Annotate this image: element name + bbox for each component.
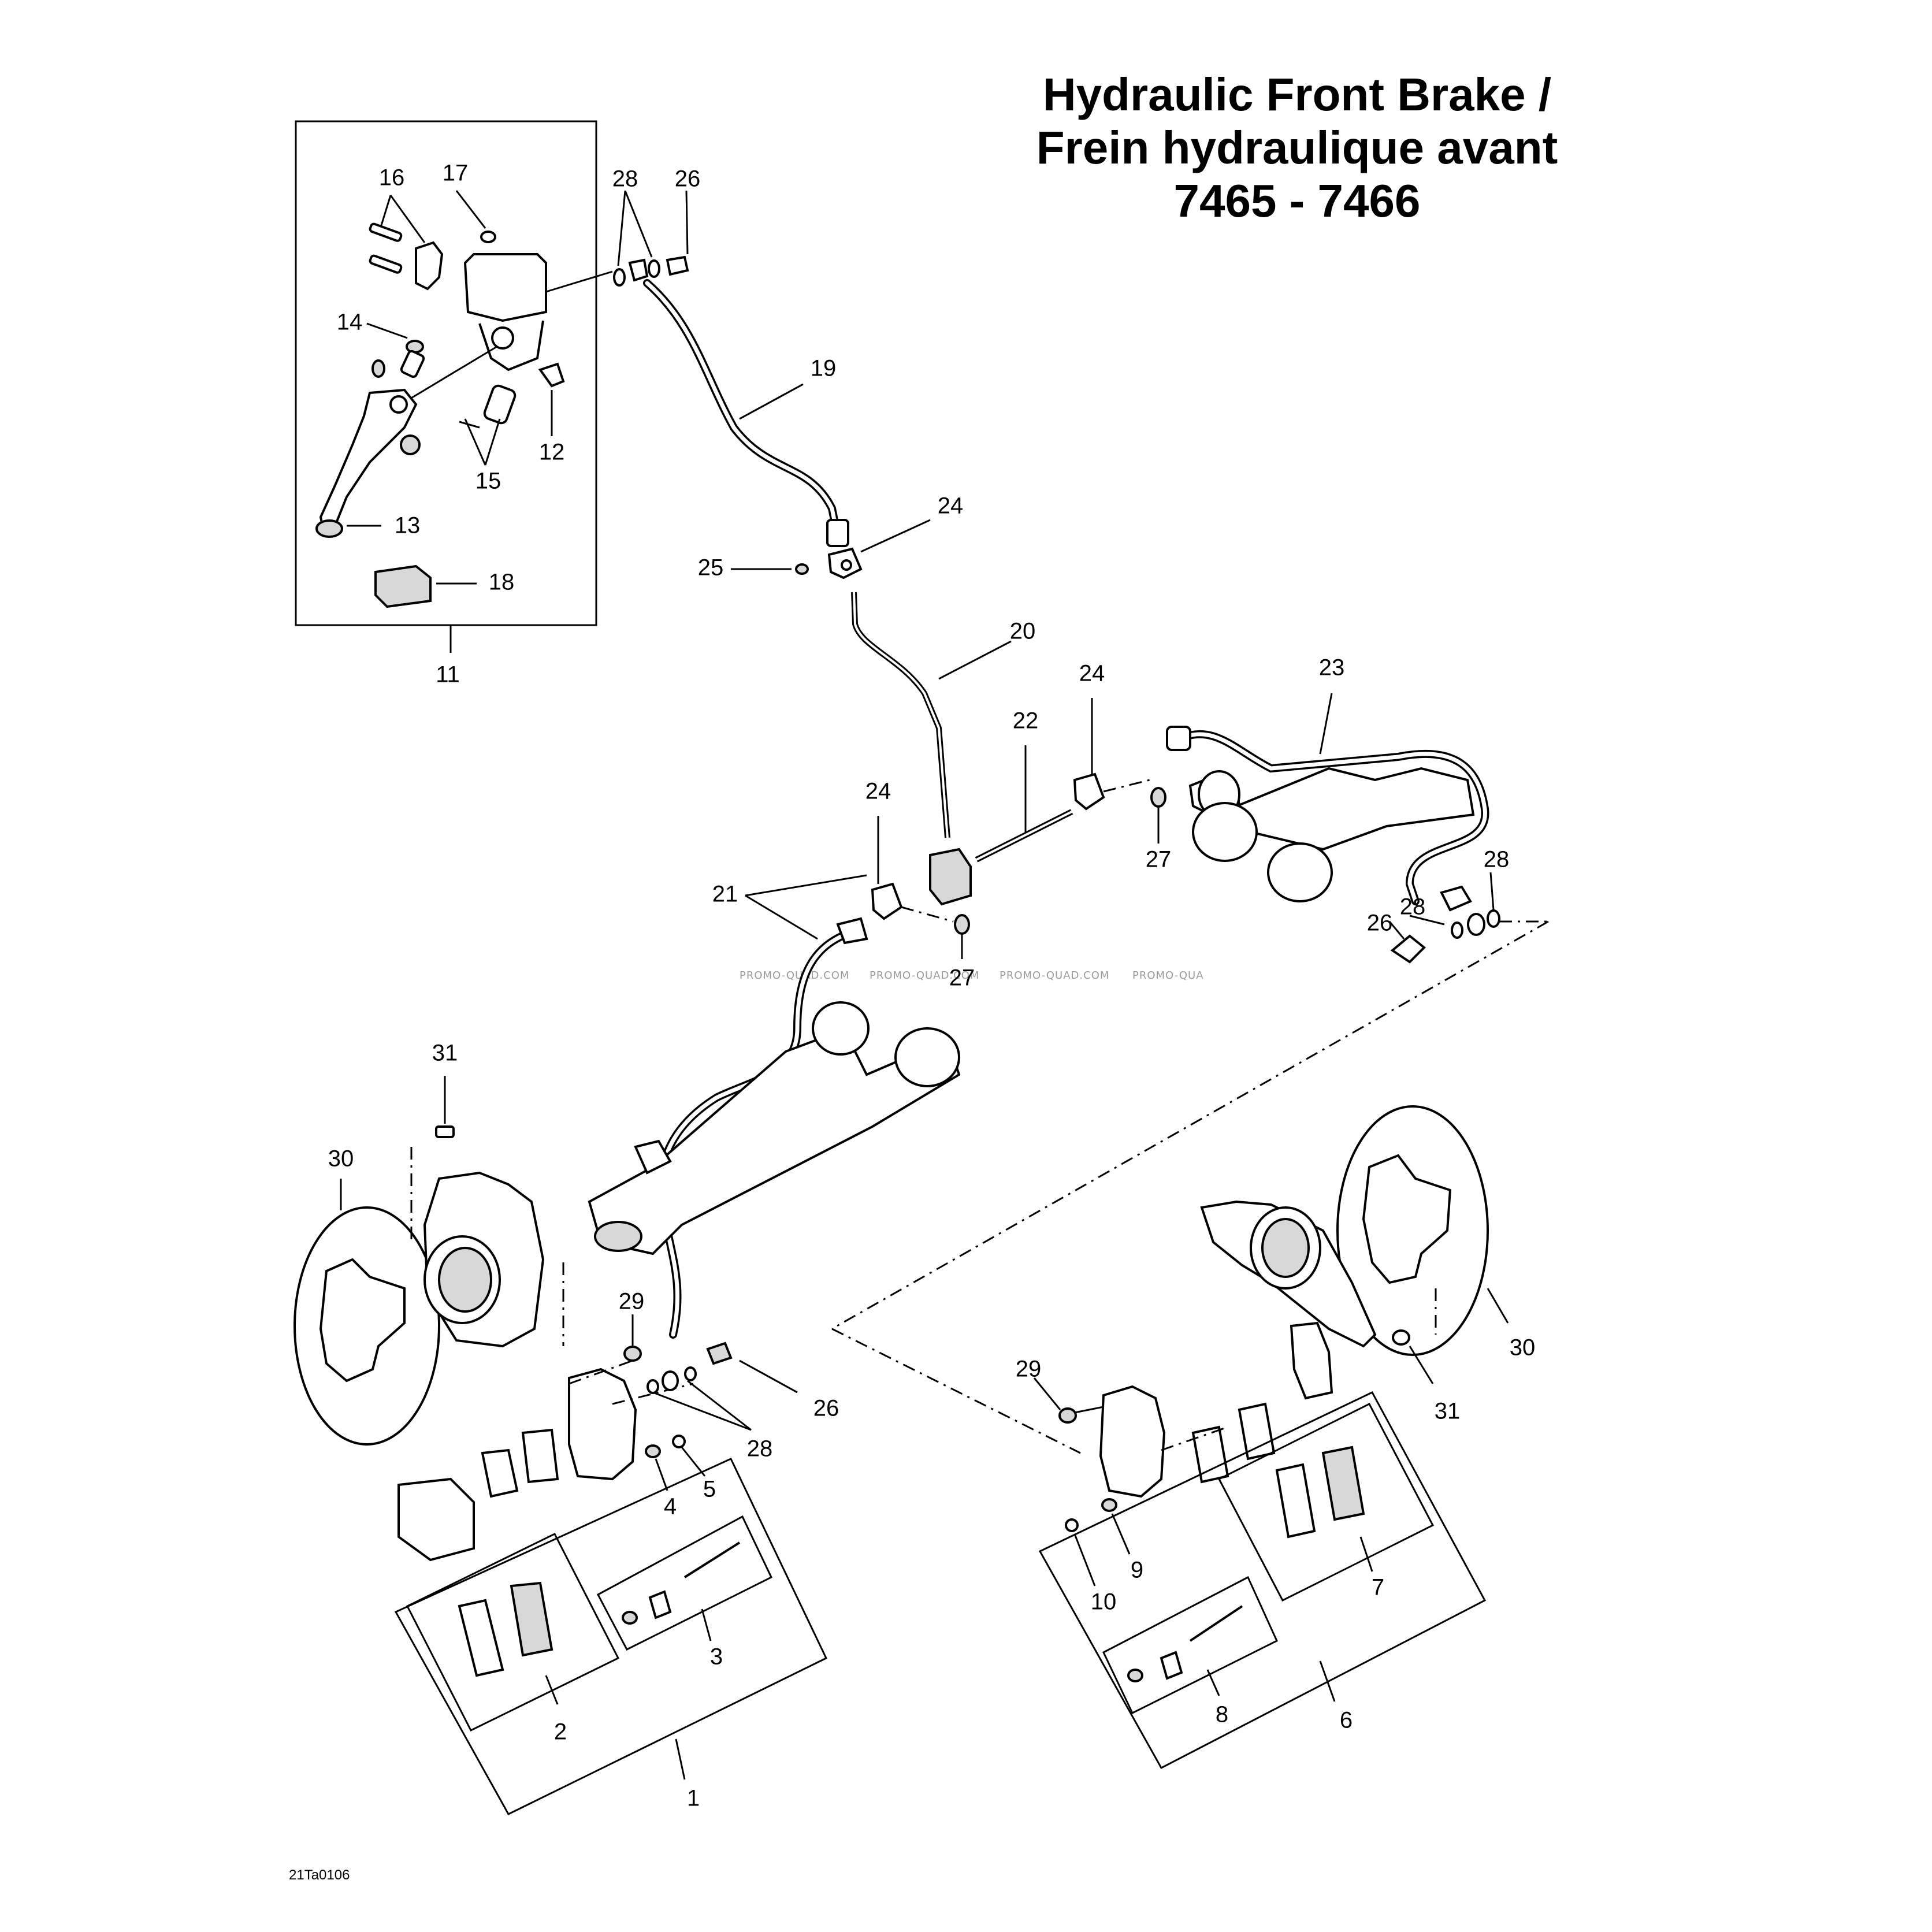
callout-3: 3 xyxy=(710,1644,723,1670)
callout-2: 2 xyxy=(554,1719,567,1745)
callout-23: 23 xyxy=(1319,655,1345,681)
assembly-box-11 xyxy=(295,120,597,626)
pin-31-right xyxy=(1392,1329,1410,1346)
left-a-arm-and-hose xyxy=(588,917,961,1339)
callout-27-left: 27 xyxy=(949,965,975,991)
callout-24-right: 24 xyxy=(1079,661,1105,686)
callout-28-right-b: 28 xyxy=(1400,894,1426,920)
master-cylinder-body xyxy=(463,253,547,322)
title-line-2: Frein hydraulique avant xyxy=(1036,122,1558,173)
title-line-1: Hydraulic Front Brake / xyxy=(1042,69,1552,120)
callout-26-right: 26 xyxy=(1367,911,1393,936)
caliper-left xyxy=(568,1368,637,1481)
callout-27-right: 27 xyxy=(1146,847,1172,872)
drawing-code: 21Ta0106 xyxy=(289,1867,350,1883)
callout-30-right: 30 xyxy=(1510,1335,1536,1361)
caliper-right xyxy=(1099,1385,1166,1498)
watermark-1: PROMO-QUAD.COM xyxy=(740,969,850,982)
callout-21: 21 xyxy=(712,882,738,907)
callout-12: 12 xyxy=(539,440,565,465)
callout-5: 5 xyxy=(703,1477,716,1502)
clamp-16 xyxy=(415,241,444,291)
watermark-4: PROMO-QUA xyxy=(1132,969,1204,982)
kit-box-6 xyxy=(1038,1391,1487,1769)
distribution-block xyxy=(929,848,972,906)
right-wheel-brake xyxy=(831,1105,1509,1769)
watermark-3: PROMO-QUAD.COM xyxy=(1000,969,1110,982)
callout-28-left: 28 xyxy=(747,1436,773,1462)
callout-16: 16 xyxy=(379,165,405,191)
callout-6: 6 xyxy=(1340,1708,1353,1733)
right-a-arm-and-hose xyxy=(831,693,1549,1330)
bolt-25 xyxy=(795,563,809,575)
callout-25: 25 xyxy=(698,555,724,581)
clip-12 xyxy=(538,362,565,388)
diagram-title: Hydraulic Front Brake / Frein hydrauliqu… xyxy=(976,68,1618,228)
callout-31-left: 31 xyxy=(432,1041,458,1066)
master-cylinder-assembly xyxy=(295,120,613,653)
callout-28-top: 28 xyxy=(612,166,638,192)
callout-9: 9 xyxy=(1131,1558,1143,1583)
callout-15: 15 xyxy=(475,469,501,494)
callout-30-left: 30 xyxy=(328,1146,354,1172)
callout-26-left: 26 xyxy=(813,1396,839,1421)
callout-14: 14 xyxy=(337,310,363,335)
caliper-bracket-left xyxy=(397,1477,475,1562)
pin-15 xyxy=(483,384,517,425)
caliper-bracket-right xyxy=(1290,1321,1333,1400)
kit-box-2 xyxy=(406,1533,620,1732)
bolt-27-left xyxy=(954,914,970,935)
callout-28-right-a: 28 xyxy=(1484,847,1510,872)
callout-18: 18 xyxy=(489,570,515,595)
bolt-27-right xyxy=(1150,787,1166,808)
callout-7: 7 xyxy=(1372,1575,1384,1600)
bolt-26-right xyxy=(1390,934,1426,964)
callout-17: 17 xyxy=(443,161,469,186)
callout-29-right: 29 xyxy=(1016,1357,1042,1382)
hose-19 xyxy=(643,279,842,541)
kit-box-8 xyxy=(1102,1576,1278,1715)
callout-26-top: 26 xyxy=(675,166,701,192)
pin-31-left xyxy=(435,1125,455,1138)
callout-24-upper: 24 xyxy=(938,493,964,519)
o-ring-17 xyxy=(480,231,496,243)
callout-1: 1 xyxy=(687,1786,700,1811)
bracket-24-left xyxy=(871,882,903,920)
callout-24-left: 24 xyxy=(865,779,891,804)
title-line-3: 7465 - 7466 xyxy=(1173,175,1421,226)
callout-31-right: 31 xyxy=(1435,1399,1461,1424)
callout-10: 10 xyxy=(1091,1589,1117,1615)
kit-box-7 xyxy=(1217,1403,1435,1602)
upper-brake-hoses xyxy=(613,190,1166,959)
callout-19: 19 xyxy=(811,356,837,381)
watermark-2: PROMO-QUAD.COM xyxy=(870,969,980,982)
kit-box-1 xyxy=(394,1458,827,1815)
left-wheel-brake xyxy=(293,1076,827,1815)
callout-4: 4 xyxy=(664,1494,677,1519)
bracket-24-right xyxy=(1073,772,1105,811)
callout-labels: 1 2 3 4 5 6 7 8 9 10 11 12 13 14 15 16 1… xyxy=(328,161,1536,1811)
callout-11: 11 xyxy=(436,662,460,688)
callout-22: 22 xyxy=(1013,708,1039,734)
callout-8: 8 xyxy=(1216,1702,1228,1727)
bolt-26-left xyxy=(706,1342,733,1365)
kit-box-3 xyxy=(596,1515,772,1651)
callout-13: 13 xyxy=(395,513,421,538)
callout-20: 20 xyxy=(1010,619,1036,644)
switch-18 xyxy=(374,564,432,608)
callout-29-left: 29 xyxy=(619,1289,645,1314)
